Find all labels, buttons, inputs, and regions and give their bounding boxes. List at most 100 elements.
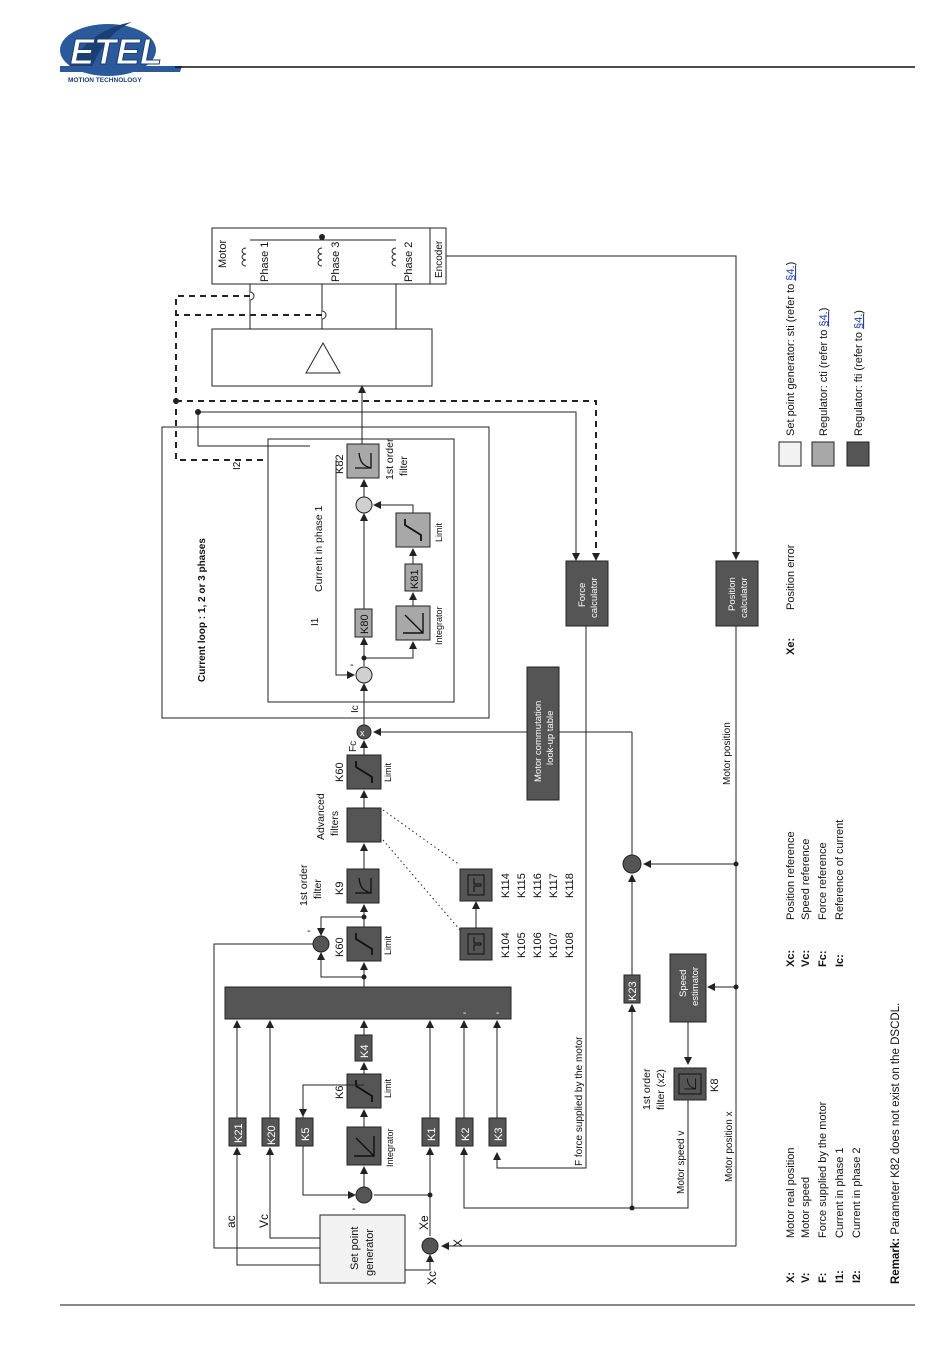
motor-position-label: Motor position [722,722,733,785]
k60-feedback-junction [312,935,330,953]
svg-text:look-up table: look-up table [545,711,556,765]
svg-text:K9: K9 [334,882,346,895]
commutation-table-block: Motor commutation look-up table [526,666,560,801]
current-loop-inner [267,438,455,703]
svg-text:Limit: Limit [383,935,393,955]
svg-text:K20: K20 [266,1125,278,1145]
x-label: X [451,1239,465,1247]
svg-text:K104: K104 [500,932,512,958]
svg-text:-: - [496,1008,499,1019]
legend: X: Motor real position V: Motor speed F:… [785,544,863,1283]
svg-text:K80: K80 [359,614,371,634]
phase3-coil [317,247,323,267]
k81-limit-block: Limit [395,512,444,548]
svg-text:K81: K81 [409,569,421,589]
phase1-label: Phase 1 [259,242,271,282]
integrator-block: Integrator [346,1126,395,1167]
k23-param: K23 [623,974,641,1004]
position-calculator-block: Position calculator [715,560,759,627]
svg-text:K106: K106 [532,932,544,958]
svg-text:Advanced: Advanced [315,793,327,840]
ac-label: ac [224,1215,238,1228]
svg-text:x: x [360,728,365,738]
encoder-label: Encoder [434,240,445,278]
phase3-label: Phase 3 [330,242,342,282]
svg-text:Current in phase 1: Current in phase 1 [834,1148,846,1239]
svg-text:Force reference: Force reference [817,842,829,920]
current-loop-outer [161,426,490,719]
fc-multiplier [356,724,372,740]
svg-text:X:: X: [785,1272,797,1283]
i1-label: I1 [310,617,321,626]
svg-text:Set point: Set point [349,1227,361,1270]
svg-text:K118: K118 [564,873,576,898]
svg-text:F:: F: [817,1273,829,1283]
svg-text:filter (x2): filter (x2) [655,1069,667,1110]
svg-text:1st order: 1st order [641,1068,653,1110]
svg-text:Motor commutation: Motor commutation [533,701,544,782]
logo-text: ETEL [70,31,162,72]
k81-limit-label: Limit [434,522,444,542]
motor-box [211,227,447,285]
current-sense-dashed [175,295,268,461]
k21-param: K21 [228,1117,247,1147]
svg-text:K107: K107 [548,932,560,958]
k81-param: K81 [404,563,423,592]
svg-text:K115: K115 [516,873,528,898]
i2-label: I2 [232,461,243,470]
phase2-label: Phase 2 [403,242,415,282]
svg-text:I1:: I1: [834,1270,846,1283]
motor-position-x-label: Motor position x [724,1111,735,1182]
svg-text:K4: K4 [359,1045,371,1058]
notch-filter-1 [459,868,493,902]
xc-label: Xc [425,1271,439,1285]
k80-integrator-block: Integrator [395,605,444,645]
speed-estimator-block: Speed estimator [669,953,707,1023]
svg-text:K114: K114 [500,873,512,898]
phase2-coil [391,247,397,267]
k82-label: K82 [334,454,346,474]
svg-text:Limit: Limit [383,762,393,782]
svg-text:K105: K105 [516,932,528,958]
svg-text:K117: K117 [548,873,560,898]
position-error-junction [355,1186,373,1204]
xc-sum-junction [421,1237,439,1255]
svg-text:calculator: calculator [739,577,750,618]
svg-text:1st order: 1st order [298,864,310,906]
svg-text:Speed: Speed [678,970,689,997]
svg-text:Force: Force [577,583,588,607]
svg-text:K6: K6 [334,1086,346,1099]
svg-text:K8: K8 [709,1079,721,1092]
notch-filter-2 [459,927,493,961]
fc-label: Fc [348,741,359,752]
xe-label: Xe [417,1215,431,1230]
svg-text:I2:: I2: [851,1270,863,1283]
svg-text:-: - [463,1008,466,1019]
svg-text:Regulator: fti (refer to §4.): Regulator: fti (refer to §4.) [853,310,865,436]
svg-text:V:: V: [800,1273,812,1283]
k20-param: K20 [261,1117,280,1147]
force-sense-dashed [176,400,600,561]
svg-text:Ic:: Ic: [834,954,846,967]
svg-text:Vc:: Vc: [800,950,812,967]
svg-text:filter: filter [312,879,324,899]
motor-label: Motor [217,240,229,268]
svg-text:estimator: estimator [690,967,701,1006]
key-link-3[interactable]: §4. [853,314,865,329]
key-swatch-cti [811,441,835,467]
svg-text:generator: generator [364,1229,376,1276]
logo-tagline: MOTION TECHNOLOGY [68,77,142,84]
k82-filter-label2: filter [398,456,410,476]
key-link-1[interactable]: §4. [785,265,797,280]
svg-text:K23: K23 [627,981,639,1001]
svg-text:K60: K60 [334,937,346,957]
feedback-summation-bar [224,986,512,1020]
k6-limit-block: K6 Limit [334,1073,393,1109]
svg-text:Position: Position [727,577,738,611]
svg-text:Position reference: Position reference [785,831,797,920]
motor-speed-label: Motor speed v [676,1131,687,1194]
k5-param: K5 [295,1117,314,1147]
key-link-2[interactable]: §4. [818,311,830,326]
advanced-filters-block: Advanced filters [315,793,382,843]
k82-filter-label1: 1st order [384,438,396,480]
